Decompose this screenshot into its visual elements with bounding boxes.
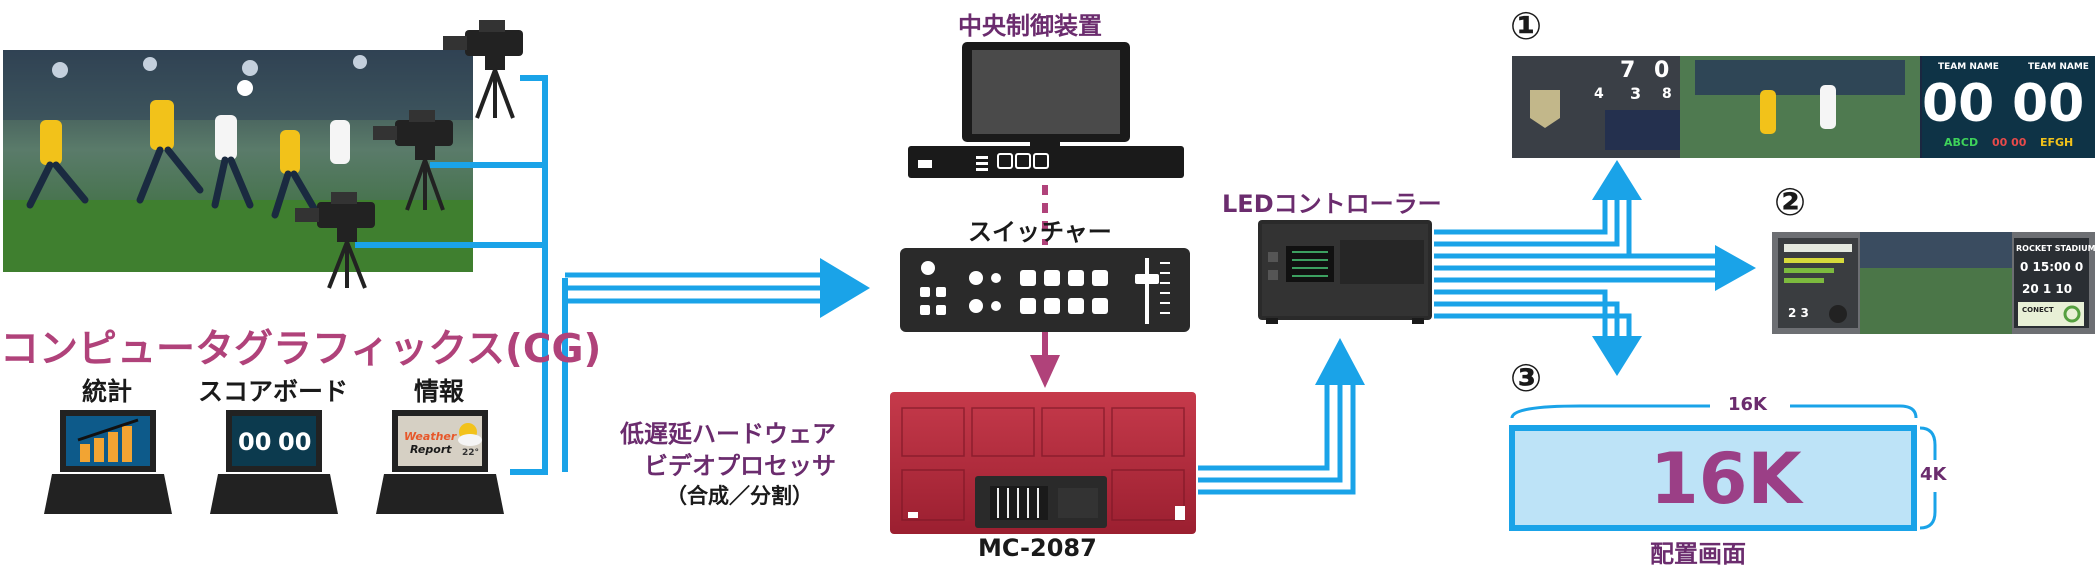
model-label: MC-2087 xyxy=(978,534,1097,562)
d1-abbr2: EFGH xyxy=(2040,136,2074,149)
screen-height-label: 4K xyxy=(1920,464,1947,485)
video-processor-device xyxy=(890,392,1196,534)
d1-score2: 00 xyxy=(2012,74,2085,134)
d1-stat-b: 0 xyxy=(1654,58,1670,83)
processor-label-2: ビデオプロセッサ xyxy=(644,452,836,480)
central-control-device xyxy=(908,42,1184,178)
display-1-number: ① xyxy=(1510,4,1543,48)
led-output-lines xyxy=(1434,190,1722,345)
central-control-label: 中央制御装置 xyxy=(958,12,1102,40)
laptop-score-right: 00 xyxy=(278,428,312,456)
laptop-score-left: 00 xyxy=(238,428,272,456)
d1-stat-a: 7 xyxy=(1620,58,1636,83)
switcher-device xyxy=(900,248,1190,332)
d2-footer: CONECT xyxy=(2022,306,2054,314)
switcher-label: スイッチャー xyxy=(968,218,1112,246)
d1-score1: 00 xyxy=(1922,74,1995,134)
display-2-number: ② xyxy=(1774,180,1807,224)
d2-title: ROCKET STADIUM xyxy=(2016,244,2095,253)
processor-label-1: 低遅延ハードウェア xyxy=(620,420,836,448)
control-link xyxy=(1030,185,1060,388)
processor-label-3: （合成／分割） xyxy=(666,484,813,508)
laptop-scoreboard xyxy=(210,410,338,514)
laptop-info xyxy=(376,410,504,514)
d2-row1: 0 15:00 0 xyxy=(2020,260,2084,274)
weather-subtitle: Report xyxy=(410,443,452,456)
display-3-number: ③ xyxy=(1510,356,1543,400)
signal-lines xyxy=(355,75,568,475)
d1-team2: TEAM NAME xyxy=(2028,62,2089,72)
stadium-photo xyxy=(3,50,473,272)
arrow-to-display-3 xyxy=(1592,336,1642,376)
screen-center-label: 16K xyxy=(1650,438,1802,520)
d2-row2: 20 1 10 xyxy=(2022,282,2073,296)
d1-abbr1: ABCD xyxy=(1944,136,1979,149)
laptop-stats xyxy=(44,410,172,514)
arrow-to-switcher xyxy=(820,258,870,318)
layout-screen-label: 配置画面 xyxy=(1650,540,1746,568)
d1-stat-e: 8 xyxy=(1662,86,1672,102)
d1-stat-c: 4 xyxy=(1594,86,1604,102)
stats-label: 統計 xyxy=(82,377,133,406)
display-3-screen xyxy=(1509,404,1937,531)
d1-team1: TEAM NAME xyxy=(1938,62,1999,72)
info-label: 情報 xyxy=(414,377,465,406)
arrow-to-led-controller xyxy=(1315,338,1365,385)
d1-stat-d: 3 xyxy=(1630,84,1642,103)
camera-icon xyxy=(295,20,523,289)
display-2 xyxy=(1772,232,2095,334)
screen-width-label: 16K xyxy=(1728,394,1767,415)
scoreboard-label: スコアボード xyxy=(198,377,349,406)
display-1 xyxy=(1512,56,2095,158)
weather-title: Weather xyxy=(404,430,457,443)
signal-lines-main xyxy=(565,272,820,304)
cg-title: コンピュータグラフィックス(CG) xyxy=(0,327,602,372)
d2-left-num: 2 3 xyxy=(1788,306,1809,320)
d1-mid: 00 00 xyxy=(1992,136,2027,149)
arrow-to-display-2 xyxy=(1715,245,1756,291)
processor-to-led-lines xyxy=(1198,380,1356,495)
led-controller-device xyxy=(1258,220,1432,324)
weather-temp: 22° xyxy=(462,448,480,458)
led-controller-label: LEDコントローラー xyxy=(1222,190,1442,218)
arrow-to-display-1 xyxy=(1592,160,1642,200)
